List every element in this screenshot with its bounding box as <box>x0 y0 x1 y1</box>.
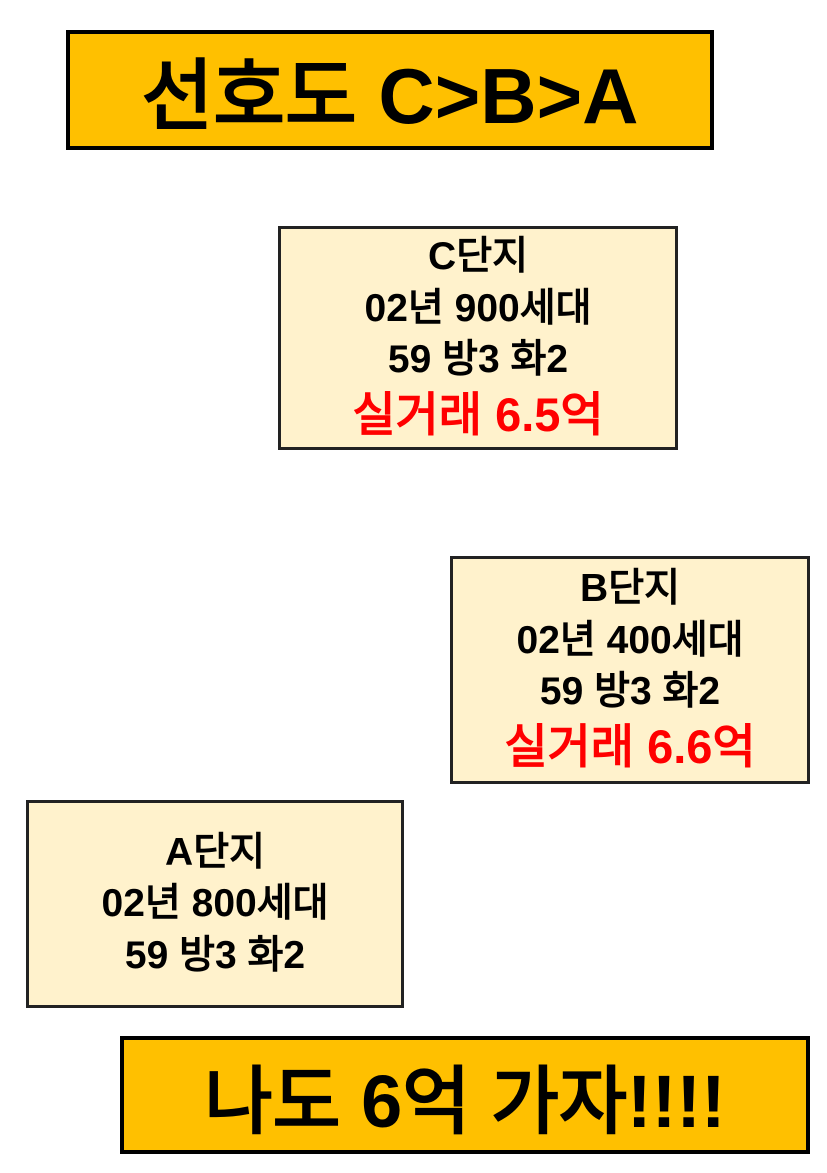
complex-b-price: 실거래 6.6억 <box>504 719 756 773</box>
complex-b-year-households: 02년 400세대 <box>516 618 744 662</box>
complex-a-year-households: 02년 800세대 <box>101 882 329 926</box>
goal-banner-text: 나도 6억 가자!!!! <box>204 1059 726 1143</box>
goal-banner: 나도 6억 가자!!!! <box>120 1036 810 1154</box>
complex-c-title: C단지 <box>428 235 528 279</box>
complex-b-title: B단지 <box>580 567 680 611</box>
preference-banner-text: 선호도 C>B>A <box>141 52 639 140</box>
complex-b-box: B단지 02년 400세대 59 방3 화2 실거래 6.6억 <box>450 556 810 784</box>
complex-c-year-households: 02년 900세대 <box>364 286 592 330</box>
complex-b-size-rooms: 59 방3 화2 <box>539 670 721 714</box>
complex-a-size-rooms: 59 방3 화2 <box>124 933 306 977</box>
complex-c-size-rooms: 59 방3 화2 <box>387 338 569 382</box>
complex-a-title: A단지 <box>165 830 265 874</box>
preference-banner: 선호도 C>B>A <box>66 30 714 150</box>
complex-c-box: C단지 02년 900세대 59 방3 화2 실거래 6.5억 <box>278 226 678 450</box>
complex-a-box: A단지 02년 800세대 59 방3 화2 <box>26 800 404 1008</box>
complex-c-price: 실거래 6.5억 <box>352 387 604 441</box>
